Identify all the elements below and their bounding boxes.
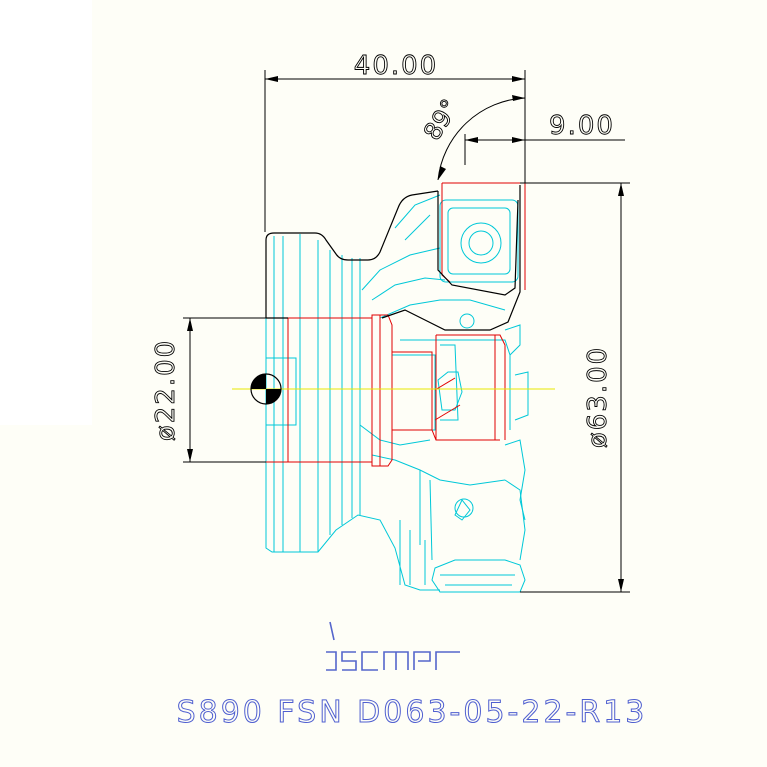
dimension-lines — [183, 70, 630, 593]
paper-area-lower — [0, 425, 92, 767]
tool-outline — [265, 185, 521, 331]
dim-cutting-diameter: ø63.00 — [583, 346, 613, 448]
dimension-arrowheads — [187, 76, 624, 592]
tool-designation: S890 FSN D063-05-22-R13 — [177, 695, 648, 730]
dim-bore-diameter: ø22.00 — [151, 339, 181, 441]
iscar-logo — [326, 621, 460, 671]
bore-center-symbol — [250, 373, 282, 405]
paper-area — [92, 0, 767, 767]
dim-overall-length: 40.00 — [354, 51, 438, 81]
tool-body-lines — [265, 194, 529, 593]
dim-depth: 9.00 — [549, 111, 615, 141]
